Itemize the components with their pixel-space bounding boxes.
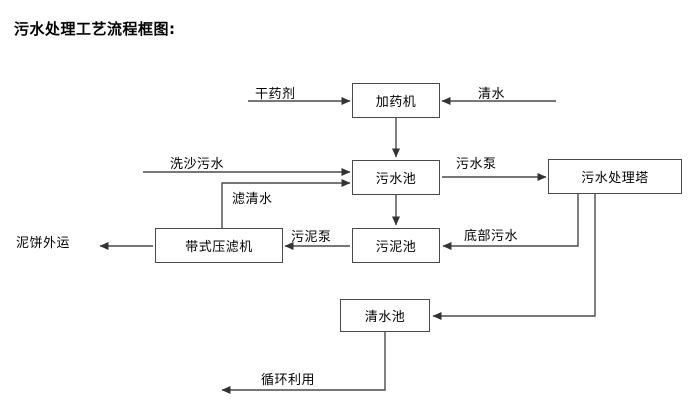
terminal-dry-chemical: 干药剂 (255, 87, 296, 102)
node-treatment-tower[interactable]: 污水处理塔 (548, 159, 682, 194)
node-belt-filter-press-label: 带式压滤机 (185, 240, 253, 255)
node-wastewater-pool-label: 污水池 (375, 172, 417, 187)
node-dosing-machine[interactable]: 加药机 (352, 83, 440, 118)
edge-label-filtered-clean-water: 滤清水 (232, 192, 273, 207)
node-sludge-pool-label: 污泥池 (375, 240, 417, 255)
node-treatment-tower-label: 污水处理塔 (581, 171, 649, 186)
terminal-clean-water: 清水 (478, 87, 506, 102)
edge-label-sludge-pump: 污泥泵 (291, 230, 332, 245)
node-clean-water-pool-label: 清水池 (364, 310, 406, 325)
node-clean-water-pool[interactable]: 清水池 (340, 299, 430, 332)
node-belt-filter-press[interactable]: 带式压滤机 (155, 228, 283, 263)
edge-clean-water-pool-to-recycle (221, 332, 386, 394)
node-dosing-machine-label: 加药机 (375, 95, 417, 110)
edge-label-bottom-wastewater: 底部污水 (464, 229, 519, 244)
page-title: 污水处理工艺流程框图: (14, 20, 176, 38)
edge-label-wastewater-pump: 污水泵 (456, 157, 497, 172)
terminal-mud-cake-transport: 泥饼外运 (16, 236, 71, 251)
edge-tower-to-sludge-pool (442, 194, 579, 250)
edge-filtrate-to-wastewater-pool (221, 179, 351, 228)
edge-tower-to-clean-water-pool (432, 194, 596, 320)
edge-label-recycle-use: 循环利用 (261, 373, 316, 388)
terminal-sand-wash-wastewater: 洗沙污水 (170, 157, 225, 172)
node-sludge-pool[interactable]: 污泥池 (352, 228, 440, 263)
node-wastewater-pool[interactable]: 污水池 (352, 160, 440, 195)
